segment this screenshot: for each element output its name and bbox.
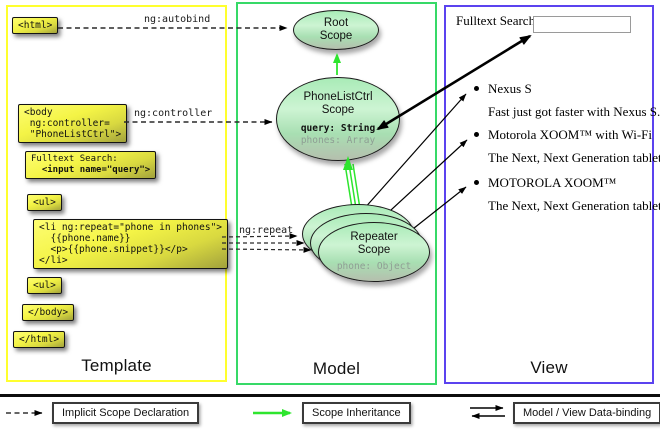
fulltext-search-label: Fulltext Search:	[456, 13, 539, 28]
code-line: "PhoneListCtrl">	[24, 129, 122, 140]
legend-model-view-data-binding: Model / View Data-binding	[513, 402, 660, 424]
item-title-text: MOTOROLA XOOM™	[488, 175, 617, 190]
ng-controller-label: ng:controller	[134, 108, 213, 119]
list-item-title: Motorola XOOM™ with Wi-Fi	[474, 127, 652, 143]
ul-close-tag-box: <ul>	[27, 277, 62, 294]
code-line: <input name="query">	[31, 165, 151, 175]
li-repeat-code-box: <li ng:repeat="phone in phones"> {{phone…	[33, 219, 229, 269]
phonelistctrl-scope-ellipse: PhoneListCtrl Scope query: String phones…	[276, 77, 400, 161]
list-item-desc: The Next, Next Generation tablet.	[488, 150, 660, 165]
repeater-scope-ellipse-front: Repeater Scope phone: Object	[318, 222, 430, 282]
code-line: <html>	[18, 20, 53, 31]
code-line: <ul>	[33, 280, 56, 291]
body-close-tag-box: </body>	[22, 304, 75, 321]
query-property: query: String	[300, 123, 376, 134]
repeater-title-line1: Repeater	[350, 231, 398, 243]
code-line: <ul>	[33, 197, 56, 208]
model-column-label: Model	[312, 359, 361, 378]
model-column: Model	[236, 2, 437, 385]
code-line: </li>	[39, 255, 68, 266]
phone-property: phone: Object	[336, 261, 412, 272]
bullet-icon	[474, 132, 479, 137]
fulltext-search-code-box: Fulltext Search: <input name="query">	[25, 151, 157, 179]
list-item-title: Nexus S	[474, 81, 532, 97]
list-item-title: MOTOROLA XOOM™	[474, 175, 616, 191]
view-column: View	[444, 5, 654, 384]
root-scope-title-line1: Root	[323, 17, 349, 29]
code-line: ng:controller=	[24, 118, 110, 129]
root-scope-ellipse: Root Scope	[293, 10, 379, 50]
phonelistctrl-title-line2: Scope	[321, 104, 355, 116]
code-line: </html>	[19, 334, 60, 345]
root-scope-title-line2: Scope	[319, 30, 353, 42]
legend-scope-inheritance: Scope Inheritance	[302, 402, 411, 424]
list-item-desc: The Next, Next Generation tablet.	[488, 198, 660, 213]
legend-separator-line	[0, 394, 660, 397]
ng-autobind-label: ng:autobind	[144, 14, 211, 25]
bullet-icon	[474, 180, 479, 185]
fulltext-search-input[interactable]	[533, 16, 631, 33]
html-open-tag-box: <html>	[12, 17, 59, 34]
repeater-title-line2: Scope	[357, 244, 391, 256]
body-open-tag-box: <body ng:controller= "PhoneListCtrl">	[18, 104, 128, 143]
phonelistctrl-title-line1: PhoneListCtrl	[303, 91, 373, 103]
code-line: Fulltext Search:	[31, 154, 118, 164]
code-line: {{phone.name}}	[39, 233, 131, 244]
code-line: <p>{{phone.snippet}}</p>	[39, 244, 188, 255]
list-item-desc: Fast just got faster with Nexus S.	[488, 104, 660, 119]
html-close-tag-box: </html>	[13, 331, 66, 348]
view-column-label: View	[530, 358, 568, 377]
template-column-label: Template	[81, 356, 152, 375]
bullet-icon	[474, 86, 479, 91]
ng-repeat-label: ng:repeat	[239, 225, 294, 236]
item-title-text: Motorola XOOM™ with Wi-Fi	[488, 127, 653, 142]
code-line: <body	[24, 107, 53, 118]
code-line: <li ng:repeat="phone in phones">	[39, 222, 223, 233]
ul-open-tag-box: <ul>	[27, 194, 62, 211]
item-title-text: Nexus S	[488, 81, 532, 96]
legend-implicit-scope-declaration: Implicit Scope Declaration	[52, 402, 200, 424]
code-line: </body>	[28, 307, 69, 318]
phones-property: phones: Array	[300, 135, 376, 146]
